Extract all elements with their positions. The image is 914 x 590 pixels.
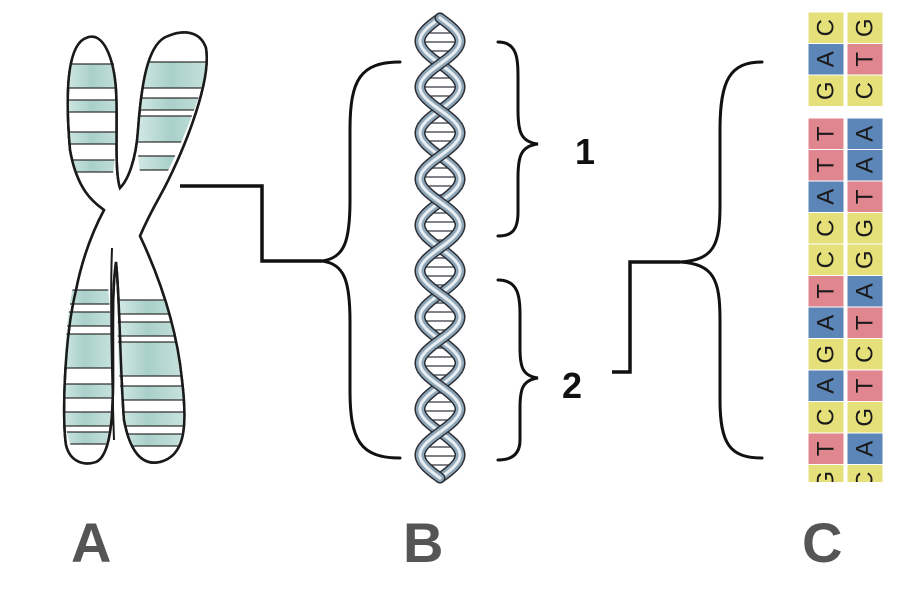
base-letter: T (813, 284, 840, 299)
chromosome-bands-lower-left (63, 289, 112, 445)
base-letter: G (852, 250, 879, 269)
base-letter: T (813, 126, 840, 141)
base-letter: T (813, 158, 840, 173)
base-letter: C (813, 409, 840, 426)
chromosome-bands-upper-left (67, 63, 118, 173)
base-cell-g (846, 243, 884, 276)
chromosome (62, 31, 208, 465)
base-cell-a (846, 275, 884, 308)
base-letter: A (813, 315, 840, 331)
base-letter: A (852, 126, 879, 142)
base-cell-g (807, 464, 845, 482)
dna-double-helix (414, 12, 466, 484)
base-cell-g (846, 212, 884, 245)
base-letter: A (852, 441, 879, 457)
base-cell-t (807, 275, 845, 308)
base-letter: A (813, 378, 840, 394)
base-cell-g (846, 401, 884, 434)
base-letter: G (813, 345, 840, 364)
callout-2: 2 (562, 365, 582, 406)
base-cell-g (846, 11, 884, 44)
base-letter: G (813, 471, 840, 490)
chromosome-bands-lower-right (117, 299, 184, 447)
base-letter: T (852, 52, 879, 67)
base-letter: C (852, 82, 879, 99)
base-letter: T (813, 441, 840, 456)
base-letter: C (813, 220, 840, 237)
base-cell-a (807, 306, 845, 339)
base-cell-c (846, 338, 884, 371)
callout-1: 1 (575, 131, 595, 172)
base-cell-g (807, 74, 845, 107)
base-cell-g (807, 338, 845, 371)
base-letter: A (813, 51, 840, 67)
base-letter: T (852, 315, 879, 330)
brace-sequence (679, 60, 764, 460)
brace-helix-left (321, 60, 402, 460)
base-cell-c (846, 464, 884, 482)
panel-label-c: C (802, 511, 842, 574)
base-letter: A (852, 283, 879, 299)
base-letter: C (852, 472, 879, 489)
connector-a-to-b (180, 184, 322, 263)
base-letter: A (813, 189, 840, 205)
connector-b-to-c (612, 260, 680, 374)
base-cell-c (846, 74, 884, 107)
brace-segment-2 (496, 278, 539, 462)
base-letter: G (852, 219, 879, 238)
panel-label-a: A (71, 511, 111, 574)
base-letter: A (852, 157, 879, 173)
base-letter: C (813, 251, 840, 268)
base-letter: G (813, 81, 840, 100)
helix-strand-front-highlight (418, 16, 462, 480)
base-letter: G (852, 408, 879, 427)
base-letter: G (852, 18, 879, 37)
base-cell-t (846, 369, 884, 402)
base-letter: T (852, 189, 879, 204)
base-letter: C (813, 19, 840, 36)
base-letter: C (852, 346, 879, 363)
base-cell-c (807, 212, 845, 245)
panel-label-b: B (403, 511, 443, 574)
base-letter: T (852, 378, 879, 393)
brace-segment-1 (496, 40, 539, 238)
